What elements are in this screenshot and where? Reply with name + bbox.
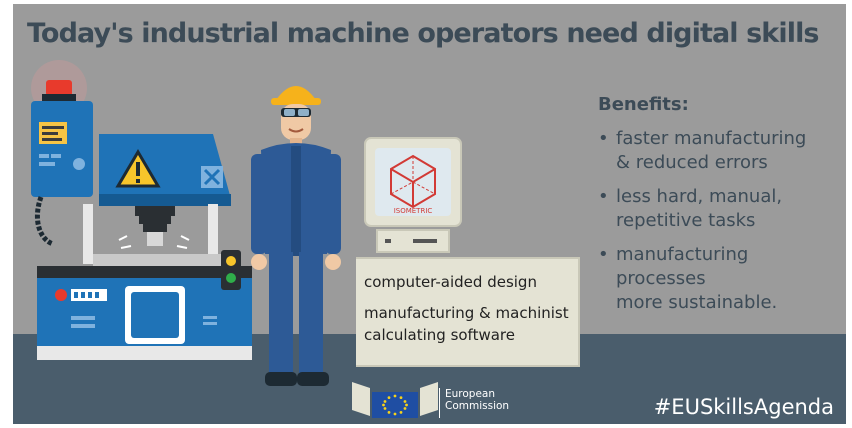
benefit-line: less hard, manual, <box>616 186 783 207</box>
eu-flag-icon <box>352 382 440 418</box>
bullet-icon: • <box>598 186 609 207</box>
traffic-light <box>221 250 241 290</box>
software-panel: computer-aided design manufacturing & ma… <box>356 257 580 367</box>
bullet-icon: • <box>598 128 609 149</box>
bullet-icon: • <box>598 244 609 265</box>
european-commission-logo: European Commission <box>350 376 540 420</box>
machine-head <box>99 134 231 206</box>
benefit-line: manufacturing processes <box>616 244 749 289</box>
benefits-panel: Benefits: • faster manufacturing & reduc… <box>598 94 843 325</box>
software-line-3: calculating software <box>364 326 515 344</box>
infographic-frame: Today's industrial machine operators nee… <box>13 4 846 424</box>
page-title: Today's industrial machine operators nee… <box>27 18 820 49</box>
benefit-item: • less hard, manual, repetitive tasks <box>598 185 843 233</box>
illustration: ISOMETRIC <box>31 60 462 386</box>
screen-label: ISOMETRIC <box>394 207 433 215</box>
software-line-2: manufacturing & machinist <box>364 304 569 322</box>
computer-monitor <box>364 137 462 253</box>
logo-line-2: Commission <box>445 400 510 412</box>
benefit-line: repetitive tasks <box>616 210 756 231</box>
machine-base <box>37 278 252 360</box>
benefit-line: faster manufacturing <box>616 128 807 149</box>
hashtag-label: #EUSkillsAgenda <box>653 395 834 419</box>
logo-text: European Commission <box>445 388 509 412</box>
benefit-line: more sustainable. <box>616 292 778 313</box>
benefits-heading: Benefits: <box>598 94 689 115</box>
logo-line-1: European <box>445 388 496 400</box>
control-box <box>31 101 93 197</box>
spindle <box>118 206 190 249</box>
worker-figure <box>251 86 341 386</box>
isometric-cube-icon <box>390 154 436 209</box>
warning-icon <box>115 149 161 188</box>
software-line-1: computer-aided design <box>364 273 537 291</box>
benefit-line: & reduced errors <box>616 152 768 173</box>
benefit-item: • faster manufacturing & reduced errors <box>598 127 843 175</box>
benefit-item: • manufacturing processes more sustainab… <box>598 243 843 315</box>
